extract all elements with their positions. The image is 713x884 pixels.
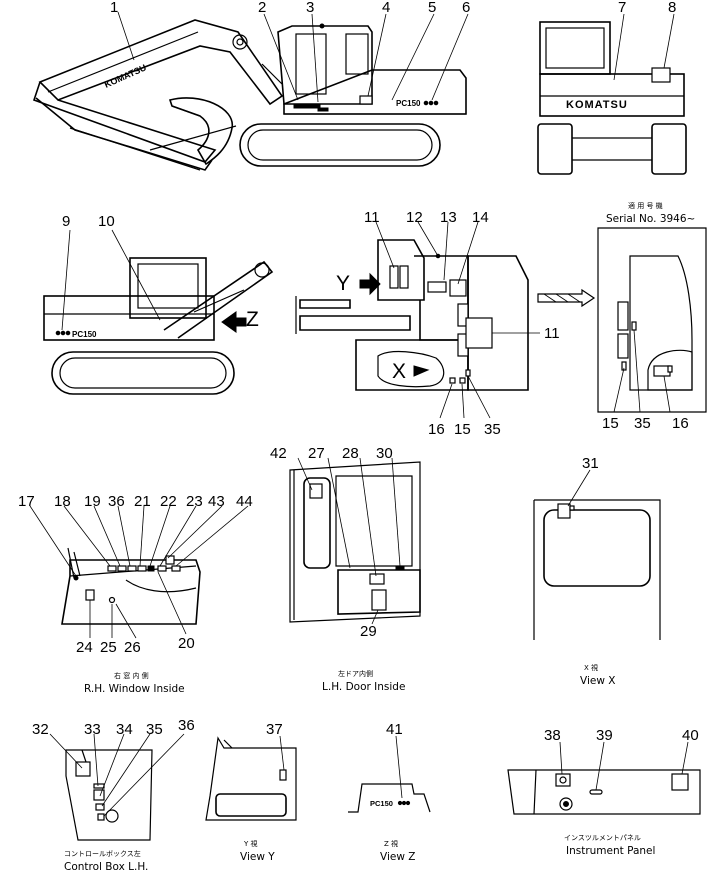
callout-15-serial: 15 (602, 415, 619, 432)
callout-26: 26 (124, 639, 141, 656)
callout-35: 35 (484, 421, 501, 438)
callout-19: 19 (84, 493, 101, 510)
callout-11-second: 11 (544, 325, 560, 342)
rear-logo-decal: KOMATSU (566, 99, 628, 111)
serial-label: Serial No. 3946~ (606, 213, 695, 225)
side-model-decal-2: PC150 (72, 330, 97, 339)
callout-43: 43 (208, 493, 225, 510)
callout-6: 6 (462, 0, 470, 16)
callout-37: 37 (266, 721, 283, 738)
callout-36: 36 (108, 493, 125, 510)
callout-2: 2 (258, 0, 266, 16)
callout-41: 41 (386, 721, 403, 738)
view-z-marker: Z (246, 308, 259, 331)
excavator-side-view: KOMATSU PC150 1 2 3 4 5 6 (32, 0, 470, 171)
callout-10: 10 (98, 213, 115, 230)
callout-44: 44 (236, 493, 253, 510)
callout-36-control: 36 (178, 717, 195, 734)
callout-16-serial: 16 (672, 415, 689, 432)
detail-arrow (537, 288, 596, 308)
view-x-caption: View X (580, 675, 615, 687)
control-box-lh-view: 32 33 34 35 36 コントロールボックス左 Control Box L… (32, 717, 195, 873)
callout-35-control: 35 (146, 721, 163, 738)
cab-top-view-detail: X Y 11 12 13 14 11 16 15 35 (295, 209, 560, 438)
callout-1: 1 (110, 0, 118, 16)
callout-30: 30 (376, 445, 393, 462)
view-z-caption: View Z (380, 851, 415, 863)
view-y-marker: Y (336, 272, 350, 295)
callout-15: 15 (454, 421, 471, 438)
view-z-panel: PC150 41 Z 視 View Z (348, 721, 431, 863)
view-x-marker: X (392, 360, 406, 383)
callout-42: 42 (270, 445, 287, 462)
view-x-caption-jp: X 視 (584, 663, 598, 672)
callout-38: 38 (544, 727, 561, 744)
callout-8: 8 (668, 0, 676, 16)
callout-11: 11 (364, 209, 380, 226)
rh-window-caption: R.H. Window Inside (84, 683, 185, 695)
callout-24: 24 (76, 639, 93, 656)
model-decal-z: PC150 (370, 799, 393, 808)
callout-13: 13 (440, 209, 457, 226)
callout-21: 21 (134, 493, 151, 510)
callout-34: 34 (116, 721, 133, 738)
callout-16: 16 (428, 421, 445, 438)
callout-22: 22 (160, 493, 177, 510)
rh-window-inside-view: 17 18 19 36 21 22 23 43 44 24 25 26 20 右… (18, 493, 253, 695)
instrument-panel-view: 38 39 40 インスツルメントパネル Instrument Panel (507, 727, 701, 857)
view-x-window: 31 X 視 View X (533, 455, 661, 687)
boom-logo-decal: KOMATSU (103, 62, 148, 89)
callout-12: 12 (406, 209, 423, 226)
lh-door-caption: L.H. Door Inside (322, 681, 405, 693)
callout-39: 39 (596, 727, 613, 744)
callout-14: 14 (472, 209, 489, 226)
callout-27: 27 (308, 445, 325, 462)
callout-33: 33 (84, 721, 101, 738)
instrument-panel-caption-jp: インスツルメントパネル (564, 834, 641, 842)
lh-door-caption-jp: 左ドア内側 (338, 669, 373, 678)
control-box-caption: Control Box L.H. (64, 861, 148, 873)
callout-23: 23 (186, 493, 203, 510)
callout-32: 32 (32, 721, 49, 738)
callout-31: 31 (582, 455, 599, 472)
callout-7: 7 (618, 0, 626, 16)
callout-25: 25 (100, 639, 117, 656)
serial-detail-view: 適 用 号 機 Serial No. 3946~ 15 35 16 (597, 201, 707, 432)
serial-label-jp: 適 用 号 機 (628, 201, 663, 210)
callout-17: 17 (18, 493, 35, 510)
callout-18: 18 (54, 493, 71, 510)
callout-35-serial: 35 (634, 415, 651, 432)
excavator-rear-view: KOMATSU 7 8 (537, 0, 687, 175)
callout-9: 9 (62, 213, 70, 230)
callout-29: 29 (360, 623, 377, 640)
excavator-front-side-view: PC150 Z 9 10 (43, 213, 274, 395)
view-y-panel: 37 Y 視 View Y (205, 721, 297, 863)
instrument-panel-caption: Instrument Panel (566, 845, 655, 857)
view-y-caption-jp: Y 視 (243, 839, 258, 848)
view-y-caption: View Y (240, 851, 275, 863)
lh-door-inside-view: 42 27 28 30 29 左ドア内側 L.H. Door Inside (270, 445, 421, 693)
rh-window-caption-jp: 右 窓 内 側 (114, 671, 149, 680)
callout-5: 5 (428, 0, 436, 16)
view-z-caption-jp: Z 視 (384, 839, 398, 848)
callout-40: 40 (682, 727, 699, 744)
callout-4: 4 (382, 0, 390, 16)
control-box-caption-jp: コントロールボックス左 (64, 849, 141, 858)
callout-20: 20 (178, 635, 195, 652)
callout-28: 28 (342, 445, 359, 462)
callout-3: 3 (306, 0, 314, 16)
side-model-decal: PC150 (396, 99, 421, 108)
